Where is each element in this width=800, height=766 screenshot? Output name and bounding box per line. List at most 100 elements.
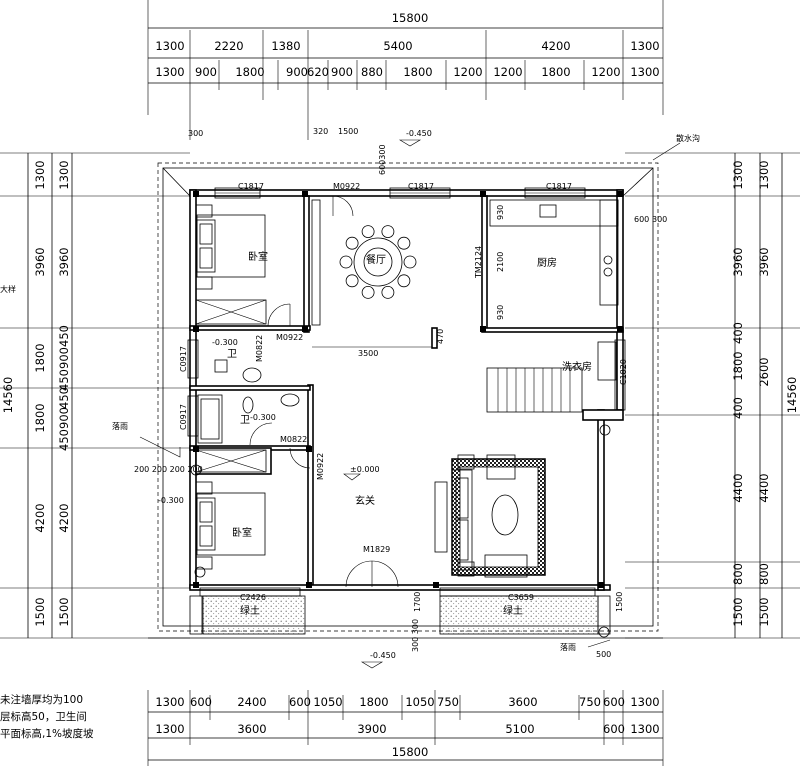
dim-value: 1800	[33, 403, 47, 432]
mark-320: 320	[313, 127, 328, 136]
door-swings	[249, 195, 399, 588]
dim-value: 450	[57, 429, 71, 451]
dim-value: 1300	[155, 722, 184, 736]
mark-930-b: 930	[496, 305, 505, 320]
dining-chair	[381, 285, 395, 299]
mark-3500: 3500	[358, 349, 378, 358]
mark-300-b: 300	[652, 215, 667, 224]
left-total-dim: 14560	[1, 377, 15, 414]
dining-chair	[339, 255, 353, 269]
room-planter-left: 绿土	[240, 604, 260, 617]
dim-value: 2220	[214, 39, 243, 53]
dim-value: 400	[731, 397, 745, 419]
room-kitchen: 厨房	[537, 256, 557, 269]
dim-value: 600	[603, 722, 625, 736]
tag-c0917-b: C0917	[179, 404, 188, 430]
level-outside: -0.300	[158, 496, 184, 505]
bottom-dim-row-2: 1300 3600 3900 5100 600 1300	[155, 722, 659, 736]
dim-value: 3600	[237, 722, 266, 736]
dim-value: 3960	[33, 247, 47, 276]
dim-value: 750	[579, 695, 601, 709]
dim-value: 1500	[57, 597, 71, 626]
level-bottom: -0.450	[370, 651, 396, 660]
mark-1500-v: 1500	[615, 592, 624, 612]
tag-tm2124: TM2124	[474, 246, 483, 279]
dim-value: 3960	[757, 247, 771, 276]
dim-value: 3900	[357, 722, 386, 736]
dining-chair	[397, 274, 411, 288]
mark-930-a: 930	[496, 205, 505, 220]
dim-value: 1300	[630, 722, 659, 736]
room-bedroom-bottom: 卧室	[232, 526, 252, 539]
dining-chair	[345, 236, 359, 250]
room-dining: 餐厅	[366, 253, 386, 266]
dim-value: 600	[603, 695, 625, 709]
tag-m0822-a: M0822	[255, 335, 264, 362]
mark-1700: 1700	[413, 592, 422, 612]
dim-value: 450	[57, 369, 71, 391]
dim-value: 900	[195, 65, 217, 79]
level-hall: ±0.000	[350, 465, 380, 474]
dim-value: 1500	[757, 597, 771, 626]
dim-value: 450	[57, 325, 71, 347]
dim-value: 1800	[33, 343, 47, 372]
bottom-dimension-lines	[147, 690, 664, 766]
dim-value: 1300	[731, 160, 745, 189]
bottom-total-dim: 15800	[392, 745, 429, 759]
furniture	[195, 199, 619, 578]
dim-value: 600	[289, 695, 311, 709]
dining-chair	[403, 255, 417, 269]
dim-value: 4400	[757, 473, 771, 502]
downpipe-left-label: 落雨	[112, 421, 128, 431]
dim-value: 900	[286, 65, 308, 79]
dim-value: 1300	[757, 160, 771, 189]
dim-value: 1800	[731, 351, 745, 380]
top-total-dim: 15800	[392, 11, 429, 25]
note-line-1: 未注墙厚均为100	[0, 694, 84, 706]
mark-2100: 2100	[496, 252, 505, 272]
left-edge-label: 大样	[0, 284, 16, 294]
mark-300-300: 300 300	[411, 619, 420, 652]
downpipe-bottom-label: 落雨	[560, 642, 576, 652]
dim-value: 800	[757, 563, 771, 585]
dim-value: 5100	[505, 722, 534, 736]
dim-value: 1380	[271, 39, 300, 53]
dim-value: 1300	[155, 65, 184, 79]
tag-c3659: C3659	[508, 593, 534, 602]
dim-value: 1300	[630, 695, 659, 709]
dim-value: 1200	[453, 65, 482, 79]
tag-c1817-a: C1817	[238, 182, 264, 191]
level-bath-2: -0.300	[250, 413, 276, 422]
room-laundry: 洗衣房	[562, 360, 592, 373]
level-top: -0.450	[406, 129, 432, 138]
tag-m1829: M1829	[363, 545, 390, 554]
dim-value: 800	[731, 563, 745, 585]
dim-value: 1050	[313, 695, 342, 709]
walls	[189, 189, 624, 591]
mark-1500: 1500	[338, 127, 358, 136]
dim-value: 450	[57, 387, 71, 409]
dim-value: 3600	[508, 695, 537, 709]
dim-value: 3960	[731, 247, 745, 276]
note-line-2: 层标高50，卫生间	[0, 711, 87, 723]
room-bath-2: 卫	[240, 415, 250, 426]
dim-value: 880	[361, 65, 383, 79]
mark-600: 600	[634, 215, 649, 224]
dim-value: 4400	[731, 473, 745, 502]
dim-value: 1800	[359, 695, 388, 709]
dim-value: 900	[57, 347, 71, 369]
dim-value: 1800	[541, 65, 570, 79]
dim-value: 600	[190, 695, 212, 709]
dim-value: 1200	[591, 65, 620, 79]
tag-m0922-left: M0922	[276, 333, 303, 342]
tag-c1817-c: C1817	[546, 182, 572, 191]
level-bath-1: -0.300	[212, 338, 238, 347]
tag-m0922-hall: M0922	[316, 453, 325, 480]
dim-value: 400	[731, 322, 745, 344]
mark-500: 500	[596, 650, 611, 659]
room-hall: 玄关	[355, 494, 375, 507]
